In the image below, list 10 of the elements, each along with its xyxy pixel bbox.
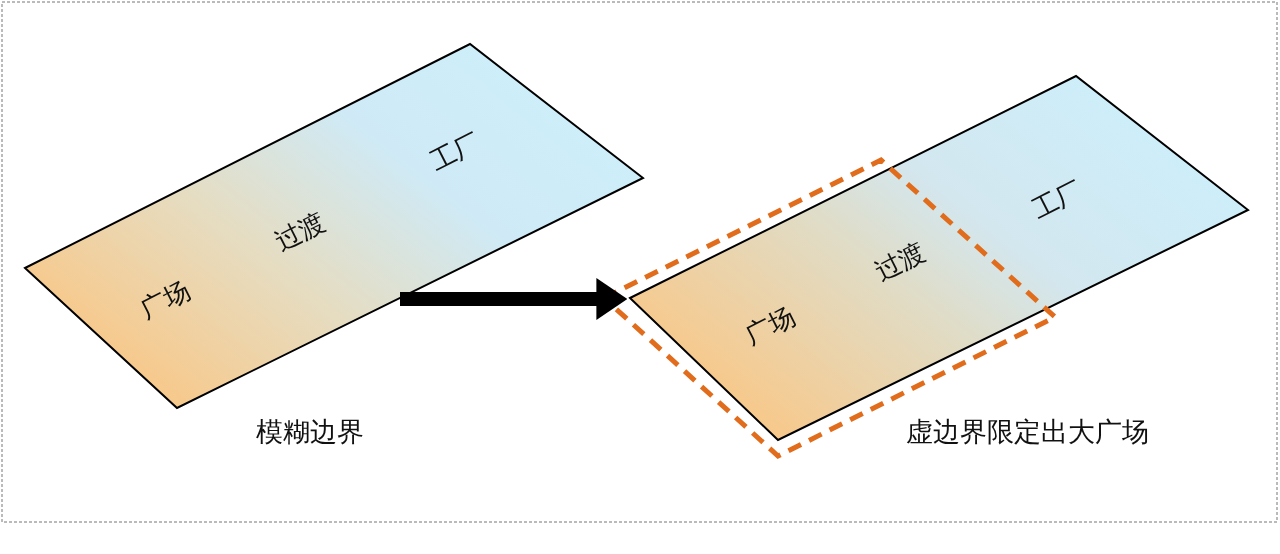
- zone-label: 广场: [738, 299, 801, 353]
- zone-label: 过渡: [268, 205, 331, 259]
- zone-label: 工厂: [423, 125, 486, 179]
- caption-text: 虚边界限定出大广场: [905, 415, 1149, 449]
- zone-label: 过渡: [868, 235, 931, 289]
- zone-label: 广场: [133, 273, 196, 327]
- arrow: [400, 278, 628, 320]
- zone-label: 工厂: [1025, 173, 1088, 227]
- caption-text: 模糊边界: [256, 415, 364, 449]
- parallelogram-area: [25, 44, 643, 408]
